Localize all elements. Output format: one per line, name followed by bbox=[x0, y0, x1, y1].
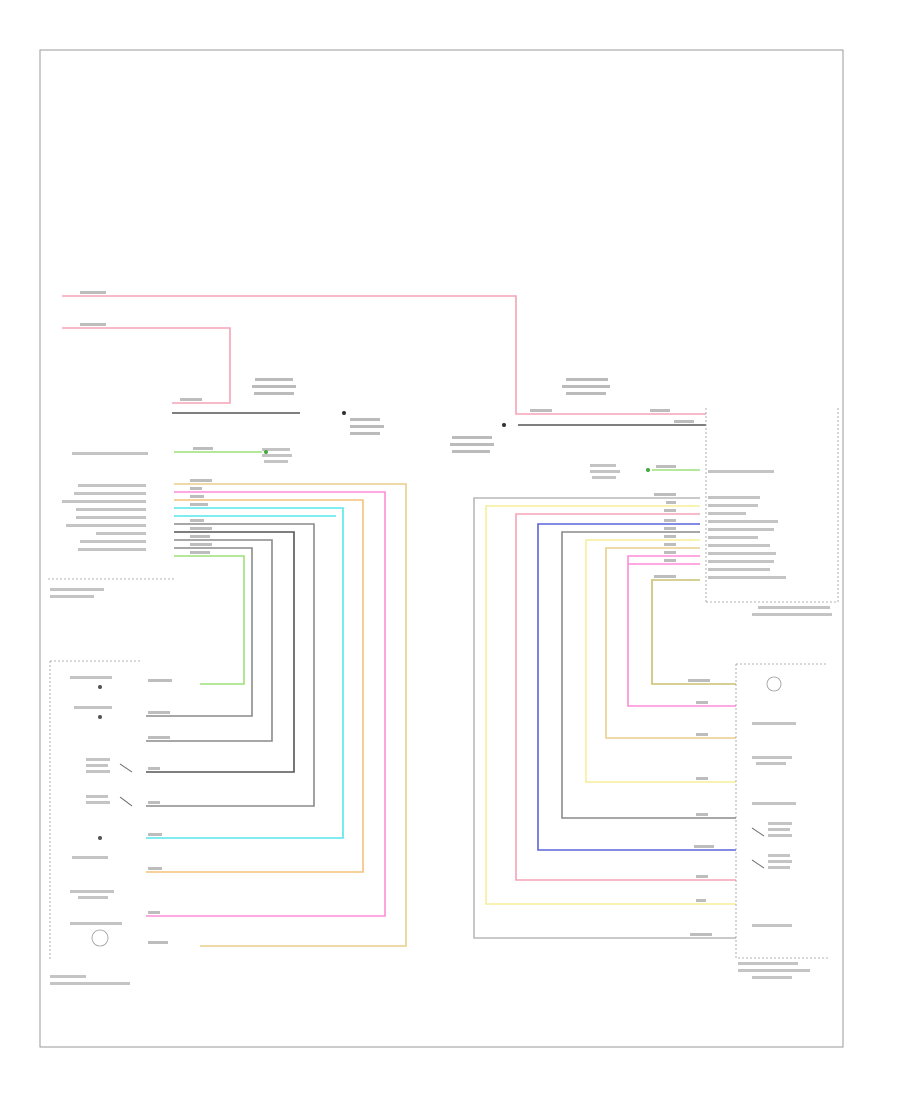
connector-dot-icon bbox=[342, 411, 346, 415]
right-switch-pin-labels bbox=[708, 470, 832, 616]
right-harness-wires bbox=[473, 469, 736, 939]
right-seat-switch-labels bbox=[738, 722, 810, 979]
switch-contact-icon bbox=[119, 763, 133, 773]
left-switch-pin-labels bbox=[62, 452, 148, 551]
connector-dot-icon bbox=[98, 685, 102, 689]
right-seat-wire-codes bbox=[688, 679, 714, 936]
page-frame bbox=[39, 49, 844, 1048]
left-seat-switch-labels bbox=[50, 676, 130, 985]
right-switch-aux-labels bbox=[262, 448, 620, 479]
lumbar-switch-label-block bbox=[252, 378, 384, 435]
connector-dot-icon bbox=[502, 423, 506, 427]
left-seat-switch-boundary bbox=[49, 660, 140, 960]
right-wire-color-codes bbox=[654, 465, 676, 578]
right-switch-boundary bbox=[705, 408, 839, 603]
left-switch-caption bbox=[50, 588, 104, 598]
switch-contact-icon bbox=[751, 859, 765, 869]
left-harness-wires bbox=[146, 451, 407, 947]
connector-dot-icon bbox=[98, 715, 102, 719]
right-seat-switch-boundary bbox=[735, 663, 828, 959]
left-seat-switch-elements bbox=[91, 685, 133, 947]
right-switch-label-block bbox=[450, 378, 610, 453]
motor-symbol-icon bbox=[766, 676, 782, 692]
right-seat-switch-elements bbox=[751, 676, 782, 869]
connector-dot-icon bbox=[264, 450, 268, 454]
switch-contact-icon bbox=[119, 796, 133, 807]
left-seat-wire-codes bbox=[148, 679, 172, 944]
power-feed-wires bbox=[62, 295, 706, 426]
switch-contact-icon bbox=[751, 827, 765, 837]
connector-dot-icon bbox=[646, 468, 650, 472]
motor-symbol-icon bbox=[91, 929, 109, 947]
feed-labels bbox=[80, 291, 694, 423]
left-wire-color-codes bbox=[190, 447, 213, 554]
connector-dot-icon bbox=[98, 836, 102, 840]
